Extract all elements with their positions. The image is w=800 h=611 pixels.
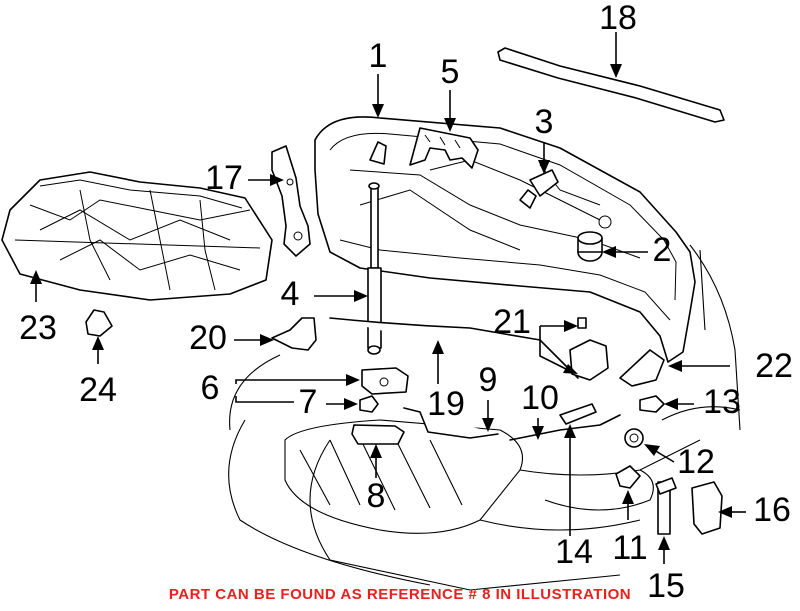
part-2-bump-stop	[577, 231, 603, 262]
leader-lines	[30, 32, 746, 564]
part-5-latch-bracket	[409, 127, 479, 169]
callout-labels: 1 2 3 4 5 6 7 8 9 10 11 12 13 14 15 16 1…	[19, 0, 793, 605]
part-22-bracket	[619, 349, 665, 387]
part-23-insulator	[1, 171, 273, 301]
part-17-hinge	[271, 145, 311, 257]
hood-striker	[369, 141, 387, 165]
callout-22: 22	[755, 347, 793, 385]
reference-note: PART CAN BE FOUND AS REFERENCE # 8 IN IL…	[168, 586, 632, 603]
callout-18: 18	[599, 0, 637, 37]
part-6-latch	[361, 367, 409, 395]
callout-7: 7	[299, 383, 318, 421]
part-3-grommet	[519, 169, 559, 209]
part-19-release-cable	[329, 317, 579, 439]
callout-1: 1	[369, 37, 388, 75]
callout-8: 8	[367, 477, 386, 515]
callout-9: 9	[479, 361, 498, 399]
callout-17: 17	[205, 159, 243, 197]
callout-16: 16	[753, 491, 791, 529]
callout-19: 19	[427, 385, 465, 423]
callout-11: 11	[612, 529, 647, 567]
callout-5: 5	[441, 53, 460, 91]
part-24-clip	[85, 309, 113, 337]
part-4-lift-support	[367, 182, 382, 355]
callout-13: 13	[703, 383, 741, 421]
callout-21: 21	[493, 303, 531, 341]
callout-2: 2	[653, 231, 672, 269]
callout-6: 6	[201, 369, 220, 407]
part-16-bracket	[691, 481, 723, 535]
part-21-support	[569, 317, 609, 381]
callout-23: 23	[19, 309, 57, 347]
callout-20: 20	[189, 319, 227, 357]
callout-4: 4	[281, 275, 300, 313]
part-18-weatherstrip	[497, 47, 725, 123]
part-11-clip	[615, 465, 641, 489]
callout-3: 3	[535, 103, 554, 141]
callout-15: 15	[647, 567, 685, 605]
part-7-switch	[359, 395, 379, 413]
part-20-bracket	[271, 317, 317, 351]
callout-10: 10	[521, 379, 559, 417]
callout-14: 14	[555, 533, 593, 571]
callout-12: 12	[677, 443, 715, 481]
part-13-bumper	[639, 395, 665, 413]
part-15-prop-rod	[655, 477, 677, 535]
callout-24: 24	[79, 371, 117, 409]
part-12-grommet	[624, 428, 644, 448]
part-8-latch-cover	[351, 424, 405, 445]
vehicle-body-outline	[228, 244, 741, 591]
